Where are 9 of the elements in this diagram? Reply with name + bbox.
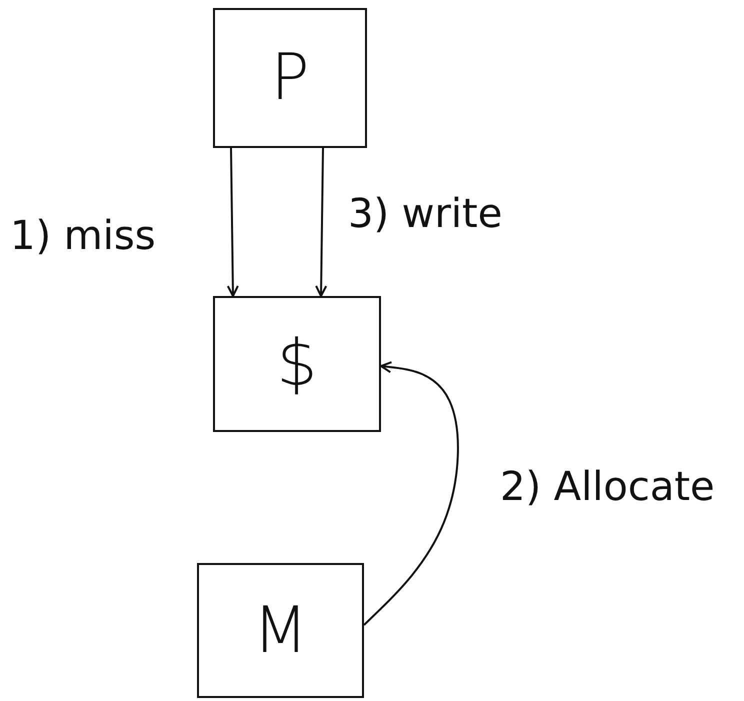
node-label: M — [252, 598, 308, 662]
arrow — [315, 148, 328, 297]
arrow — [363, 361, 459, 626]
node-label: $ — [276, 332, 318, 396]
process-box — [213, 8, 367, 148]
process-box — [197, 563, 364, 698]
arrow — [226, 148, 239, 297]
node-label: P — [270, 46, 310, 110]
process-box — [213, 296, 381, 432]
